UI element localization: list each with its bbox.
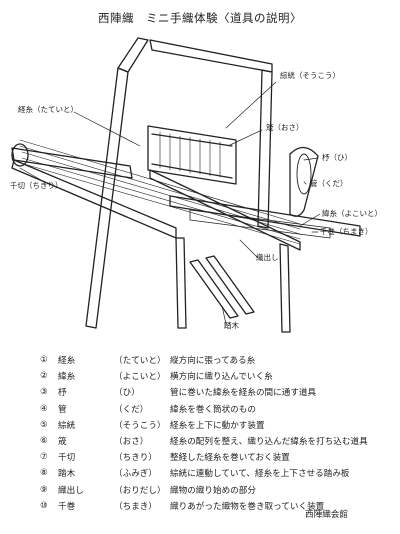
callout-8: 踏木	[224, 320, 239, 330]
warp-beam	[11, 147, 133, 179]
callout-2: 緯糸（よこいと）	[322, 208, 382, 218]
warp-threads	[19, 139, 301, 245]
callout-3: 杼（ひ）	[322, 152, 352, 162]
loom-frame-back	[117, 37, 149, 73]
footer-org: 西陣織会館	[305, 510, 348, 520]
loom-diagram: 経糸（たていと） 綜絖（そうこう） 筬（おさ） 杼（ひ） 管（くだ） 千切（ちき…	[10, 37, 382, 333]
cloth-beam	[189, 209, 331, 239]
callout-6: 筬（おさ）	[266, 122, 304, 132]
callout-9: 織出し	[256, 252, 279, 262]
callout-4: 管（くだ）	[310, 178, 348, 188]
heddle-frame	[147, 125, 237, 185]
callout-5: 綜絖（そうこう）	[280, 70, 340, 80]
page-title: 西陣織 ミニ手織体験〈道具の説明〉	[98, 11, 302, 25]
callout-1: 経糸（たていと）	[18, 104, 78, 114]
shuttle	[289, 146, 319, 217]
callout-10: 千巻（ちまき）	[320, 226, 373, 236]
treadles	[189, 259, 239, 319]
callout-7: 千切（ちきり）	[10, 180, 63, 190]
